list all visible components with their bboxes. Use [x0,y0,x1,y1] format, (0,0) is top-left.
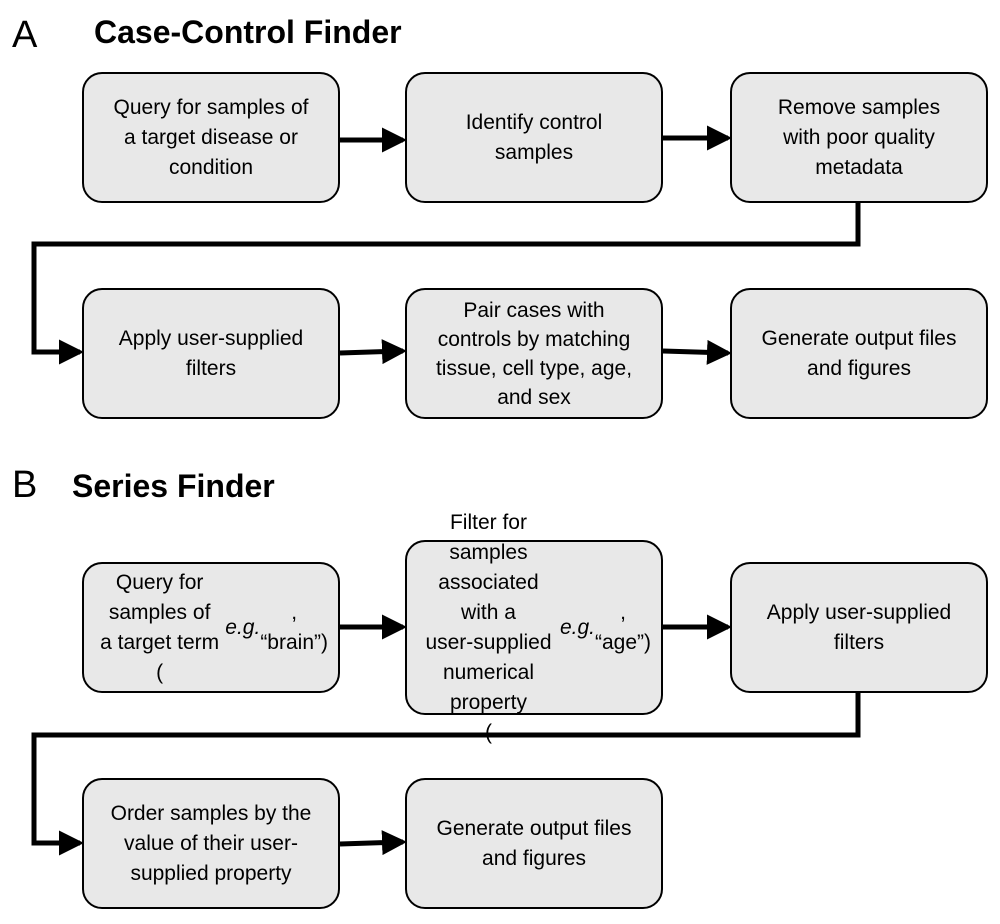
panel-b-letter: B [12,464,38,506]
eg-italic-text: e.g. [225,615,261,639]
eg-italic-text: e.g. [559,615,595,639]
panel-a-letter: A [12,14,38,56]
panel-b-step-filter-samples: Filter for samples associated with a use… [405,511,663,744]
panel-a-step-identify-controls: Identify control samples [405,72,663,203]
panel-b-step-generate-output: Generate output files and figures [405,778,663,909]
arrow-a5-to-a6 [662,339,732,365]
panel-a-step-query: Query for samples of a target disease or… [82,72,340,203]
panel-b-step-apply-filters: Apply user-supplied filters [730,562,988,693]
panel-a-step-remove-samples: Remove samples with poor quality metadat… [730,72,988,203]
arrow-b3-to-b4 [31,692,861,856]
arrow-a3-to-a4 [31,202,861,365]
panel-a-step-generate-output: Generate output files and figures [730,288,988,419]
arrow-a4-to-a5 [339,339,407,365]
arrow-b4-to-b5 [339,830,407,856]
panel-a-step-apply-filters: Apply user-supplied filters [82,288,340,419]
panel-a-step-pair-cases: Pair cases with controls by matching tis… [405,288,663,419]
panel-a-title: Case-Control Finder [94,14,402,50]
panel-b-title: Series Finder [72,468,275,504]
panel-b-step-query: Query for samples of a target term (e.g.… [82,562,340,693]
panel-b-step-order-samples: Order samples by the value of their user… [82,778,340,909]
